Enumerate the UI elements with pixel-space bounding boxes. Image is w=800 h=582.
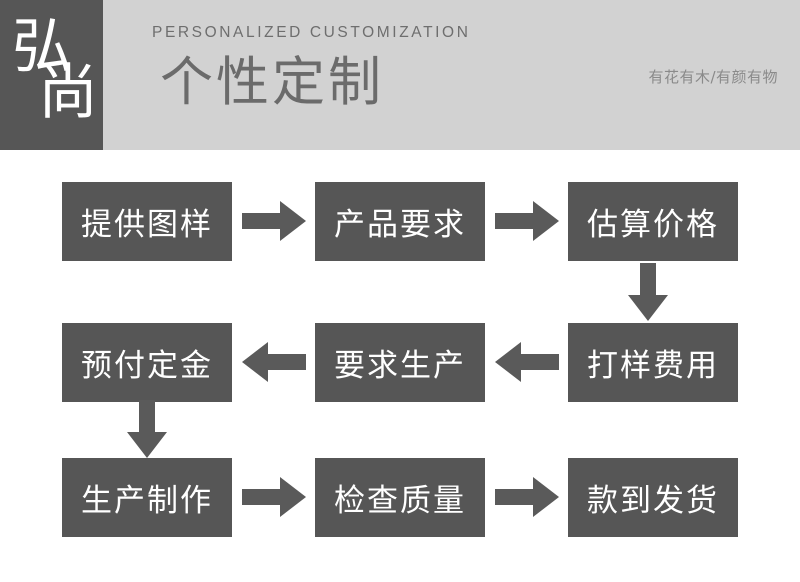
flow-node-production: 生产制作 (62, 458, 232, 537)
arrow-down-icon (628, 263, 668, 321)
arrow-right-icon (242, 477, 306, 517)
arrow-shaft (519, 354, 559, 370)
flow-node-sample-fee: 打样费用 (568, 323, 738, 402)
arrow-head (495, 342, 521, 382)
flow-node-provide-drawing: 提供图样 (62, 182, 232, 261)
arrow-head (628, 295, 668, 321)
arrow-head (280, 201, 306, 241)
logo-character-bottom: 尚 (38, 58, 98, 128)
arrow-shaft (640, 263, 656, 297)
arrow-head (533, 201, 559, 241)
arrow-left-icon (242, 342, 306, 382)
arrow-shaft (139, 400, 155, 434)
arrow-head (127, 432, 167, 458)
page-header: 弘 尚 PERSONALIZED CUSTOMIZATION 个性定制 有花有木… (0, 0, 800, 150)
arrow-shaft (242, 213, 282, 229)
flow-node-ship-after-payment: 款到发货 (568, 458, 738, 537)
arrow-shaft (266, 354, 306, 370)
flow-node-request-production: 要求生产 (315, 323, 485, 402)
flow-node-product-requirements: 产品要求 (315, 182, 485, 261)
arrow-head (242, 342, 268, 382)
flow-node-prepay-deposit: 预付定金 (62, 323, 232, 402)
arrow-left-icon (495, 342, 559, 382)
logo-character-top: 弘 (12, 12, 72, 82)
header-tagline: 有花有木/有颜有物 (648, 68, 778, 86)
arrow-right-icon (495, 201, 559, 241)
arrow-shaft (242, 489, 282, 505)
arrow-head (280, 477, 306, 517)
arrow-down-icon (127, 400, 167, 458)
arrow-right-icon (242, 201, 306, 241)
arrow-head (533, 477, 559, 517)
page-title: 个性定制 (160, 52, 384, 113)
process-flow-diagram: 提供图样 产品要求 估算价格 预付定金 要求生产 打样费用 生产制作 检查质量 (0, 150, 800, 582)
brand-logo: 弘 尚 (0, 0, 103, 150)
header-eyebrow-text: PERSONALIZED CUSTOMIZATION (152, 24, 471, 41)
arrow-shaft (495, 489, 535, 505)
arrow-shaft (495, 213, 535, 229)
flow-node-quality-inspection: 检查质量 (315, 458, 485, 537)
flow-node-estimate-price: 估算价格 (568, 182, 738, 261)
arrow-right-icon (495, 477, 559, 517)
